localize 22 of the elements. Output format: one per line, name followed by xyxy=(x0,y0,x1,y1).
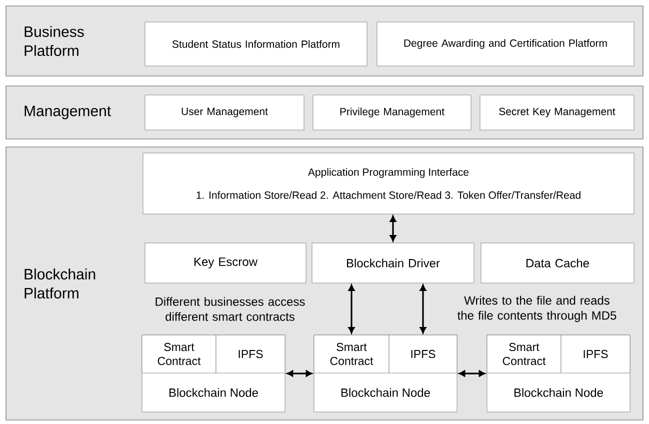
module-box: Blockchain Driver xyxy=(312,242,474,284)
arrow xyxy=(348,284,355,334)
interface-box: Application Programming Interface 1. Information Store/Read 2. Attachment Store/Read 3. Token Offer/Transfer/Read xyxy=(142,152,634,214)
arrow xyxy=(458,370,486,377)
component-cell: IPFS xyxy=(560,334,630,374)
component-cell: Smart Contract xyxy=(142,334,216,374)
note-text: Writes to the file and reads the file contents through MD5 xyxy=(457,296,616,322)
arrow xyxy=(286,370,312,377)
arrow xyxy=(390,216,396,242)
module-box: Degree Awarding and Certification Platform xyxy=(376,22,634,66)
module-box: Privilege Management xyxy=(312,94,472,130)
arrow xyxy=(420,284,426,334)
component-cell: Smart Contract xyxy=(486,334,562,374)
module-box: Key Escrow xyxy=(144,242,306,284)
note-text: Different businesses access different smart contracts xyxy=(156,297,305,321)
component-cell: IPFS xyxy=(216,334,286,374)
component-cell: IPFS xyxy=(388,334,458,374)
module-box: User Management xyxy=(144,94,304,130)
module-box: Student Status Information Platform xyxy=(144,22,368,66)
module-box: Secret Key Management xyxy=(480,94,634,130)
module-box: Data Cache xyxy=(480,242,634,284)
component-cell: Smart Contract xyxy=(314,334,390,374)
